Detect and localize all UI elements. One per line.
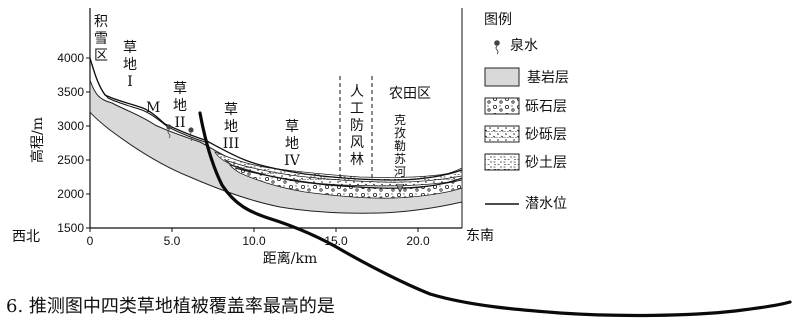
legend-label: 基岩层	[527, 69, 569, 86]
y-tick-label: 3500	[57, 85, 84, 99]
y-tick-label: 1500	[57, 221, 84, 235]
ground-surface-line-2	[91, 63, 209, 144]
zone-grass2-label: 草 地 II	[173, 81, 187, 131]
legend-item-gravel: 砾石层	[484, 97, 567, 115]
zone-char: 草	[285, 119, 299, 135]
zone-char: 克	[394, 113, 406, 127]
x-tick-label: 20.0	[406, 234, 430, 248]
x-tick-label: 5.0	[164, 234, 181, 248]
y-tick-label: 4000	[57, 51, 84, 65]
y-axis-label: 高程/m	[29, 117, 46, 163]
y-tick-label: 2000	[57, 187, 84, 201]
zone-char: III	[223, 136, 240, 152]
zone-forest-label: 人 工 防 风 林	[350, 84, 364, 168]
spring-marker-1	[166, 124, 172, 139]
legend-item-water-table: 潜水位	[485, 196, 567, 212]
zone-char: 积	[94, 14, 108, 30]
sandy-gravel-swatch	[484, 125, 520, 143]
legend-label: 潜水位	[525, 196, 567, 212]
direction-southeast: 东南	[466, 228, 494, 244]
legend-item-bedrock: 基岩层	[484, 67, 569, 87]
direction-northwest: 西北	[12, 229, 40, 245]
bedrock-swatch	[484, 67, 520, 87]
legend-label: 砂土层	[525, 155, 567, 171]
zone-snow-label: 积 雪 区	[94, 14, 108, 64]
question-text: 6. 推测图中四类草地植被覆盖率最高的是	[6, 296, 335, 317]
zone-char: 勒	[394, 139, 406, 153]
zone-grass4-label: 草 地 IV	[284, 119, 301, 169]
zone-char: 苏	[394, 152, 406, 166]
zone-char: 林	[350, 152, 364, 168]
pen-stroke	[198, 111, 792, 318]
legend-item-sandy-soil: 砂土层	[484, 153, 567, 171]
spring-marker-2	[188, 127, 194, 142]
zone-char: 地	[224, 119, 238, 135]
spring-icon	[494, 40, 500, 55]
zone-char: 地	[123, 57, 137, 73]
x-tick-label: 15.0	[324, 234, 348, 248]
river-symbol	[395, 183, 405, 193]
zone-char: I	[127, 74, 133, 90]
zone-char: 人	[350, 84, 364, 100]
zone-char: 工	[350, 101, 364, 117]
zone-char: 草	[224, 102, 238, 118]
river-label: 克 孜 勒 苏 河	[394, 113, 406, 179]
legend-label: 泉水	[510, 37, 538, 54]
y-tick-label: 3000	[57, 119, 84, 133]
x-ticks: 0 5.0 10.0 15.0 20.0	[87, 228, 430, 248]
legend: 图例 泉水 基岩层 砾石层 砂砾层 砂土层 潜水位	[484, 12, 569, 212]
zone-char: 孜	[394, 126, 406, 140]
zone-char: IV	[284, 153, 301, 169]
legend-title: 图例	[484, 12, 512, 28]
y-tick-label: 2500	[57, 153, 84, 167]
zone-char: II	[174, 115, 185, 131]
zone-char: 区	[94, 48, 108, 64]
gravel-swatch	[484, 97, 520, 115]
x-tick-label: 0	[87, 234, 94, 248]
point-m-label: M	[146, 100, 160, 116]
zone-char: 防	[350, 118, 364, 134]
zone-grass1-label: 草 地 I	[123, 40, 137, 90]
zone-char: 地	[285, 136, 299, 152]
zone-char: 草	[123, 40, 137, 56]
zone-grass3-label: 草 地 III	[223, 102, 240, 152]
legend-item-spring: 泉水	[494, 37, 538, 55]
zone-char: 风	[350, 135, 364, 151]
zone-char: 地	[173, 98, 187, 114]
y-ticks: 4000 3500 3000 2500 2000 1500	[57, 51, 90, 235]
zone-char: 草	[173, 81, 187, 97]
x-tick-label: 10.0	[242, 234, 266, 248]
legend-label: 砾石层	[525, 99, 567, 115]
sandy-soil-swatch	[484, 153, 520, 171]
water-table-line	[234, 167, 463, 189]
zone-char: 河	[394, 165, 406, 179]
gravel-layer	[229, 164, 463, 199]
legend-label: 砂砾层	[525, 127, 567, 143]
zone-farmland-label: 农田区	[389, 86, 431, 102]
zone-char: 雪	[94, 31, 108, 47]
x-axis-label: 距离/km	[263, 250, 317, 267]
legend-item-sandy-gravel: 砂砾层	[484, 125, 567, 143]
